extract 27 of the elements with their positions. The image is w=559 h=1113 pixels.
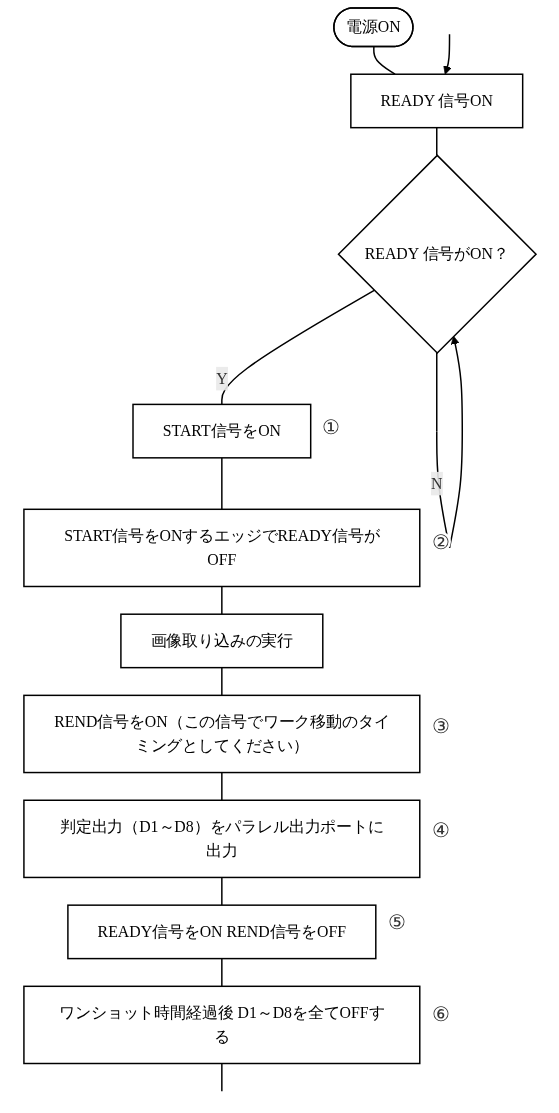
- node-box: REND信号をON（この信号でワーク移動のタイミングとしてください）: [22, 694, 421, 774]
- node-box: 画像取り込みの実行: [119, 613, 324, 669]
- connector: [220, 289, 375, 406]
- connector: [220, 457, 223, 511]
- step-number: ⑤: [387, 911, 406, 934]
- node-box: 判定出力（D1～D8）をパラレル出力ポートに出力: [22, 799, 421, 879]
- node-box: START信号をONするエッジでREADY信号がOFF: [22, 508, 421, 588]
- node-box: START信号をON: [131, 403, 311, 459]
- connector: [220, 1062, 223, 1092]
- edge-label: N: [430, 474, 442, 492]
- step-number: ③: [431, 715, 449, 738]
- connector: [220, 666, 223, 697]
- connector: [435, 126, 437, 157]
- connector: [372, 46, 396, 75]
- node-box: READY 信号ON: [349, 73, 523, 129]
- step-number: ④: [431, 819, 449, 842]
- connector: [220, 771, 223, 801]
- arrow: [442, 33, 452, 75]
- connector: [220, 585, 223, 615]
- connector: [220, 876, 223, 906]
- node-diamond: READY 信号がON？: [336, 154, 537, 354]
- edge-label: Y: [215, 369, 228, 387]
- step-number: ①: [321, 415, 340, 438]
- node-box: READY信号をON REND信号をOFF: [66, 904, 377, 960]
- connector: [220, 957, 223, 988]
- step-number: ⑥: [431, 1003, 449, 1026]
- node-box: ワンショット時間経過後 D1～D8を全てOFFする: [22, 985, 421, 1065]
